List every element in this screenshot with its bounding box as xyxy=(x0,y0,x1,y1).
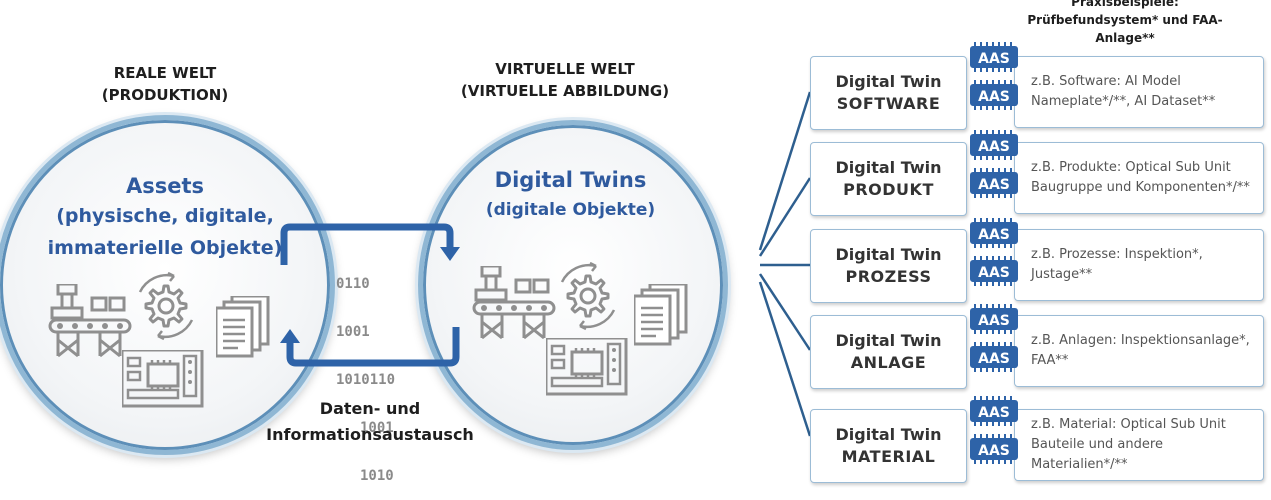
assets-title-block: Assets (physische, digitale, immateriell… xyxy=(0,172,330,263)
gear-cycle-icon xyxy=(138,272,194,341)
twin-title: Digital Twin xyxy=(835,331,942,350)
arrow-to-virtual xyxy=(280,223,454,265)
twin-title: Digital Twin xyxy=(835,158,942,177)
twin-desc-text: z.B. Prozesse: Inspektion*, Justage** xyxy=(1031,247,1203,282)
aas-icon: AAS xyxy=(969,80,1019,111)
twin-desc-software: z.B. Software: AI Model Nameplate*/**, A… xyxy=(1014,56,1264,128)
twin-desc-text: z.B. Produkte: Optical Sub Unit Baugrupp… xyxy=(1031,160,1250,195)
binary-line: 1010110 xyxy=(336,372,396,388)
assets-subtitle-1: (physische, digitale, xyxy=(56,205,274,227)
twin-title: Digital Twin xyxy=(835,72,942,91)
aas-icon: AAS xyxy=(969,434,1019,465)
binary-data: 0110 1001 1010110 1001 1010 xyxy=(336,244,395,500)
twin-desc-text: z.B. Software: AI Model Nameplate*/**, A… xyxy=(1031,74,1216,109)
factory-robot-icon xyxy=(472,266,556,340)
twin-desc-material: z.B. Material: Optical Sub Unit Bauteile… xyxy=(1014,409,1264,481)
aas-icon: AAS xyxy=(969,42,1019,73)
twin-category: MATERIAL xyxy=(841,447,936,466)
binary-line: 1010 xyxy=(360,468,394,484)
connector-lines xyxy=(758,91,812,437)
twin-desc-text: z.B. Anlagen: Inspektionsanlage*, FAA** xyxy=(1031,333,1250,368)
aas-icon: AAS xyxy=(969,256,1019,287)
arrow-down-head xyxy=(440,247,460,261)
aas-label: AAS xyxy=(978,351,1010,367)
arrow-up-head xyxy=(280,329,300,343)
circuit-board-icon xyxy=(546,338,628,396)
twin-box-material: Digital Twin MATERIAL xyxy=(810,409,967,483)
aas-icon: AAS xyxy=(969,304,1019,335)
twin-box-software: Digital Twin SOFTWARE xyxy=(810,56,967,130)
digital-twins-title-block: Digital Twins (digitale Objekte) xyxy=(418,165,723,225)
real-world-title: REALE WELT xyxy=(113,64,217,82)
twin-category: PRODUKT xyxy=(843,180,934,199)
digital-twins-title: Digital Twins xyxy=(494,168,647,192)
virtual-world-label: VIRTUELLE WELT (VIRTUELLE ABBILDUNG) xyxy=(445,58,685,102)
exchange-label-line2: Informationsaustausch xyxy=(266,425,474,444)
twin-desc-text: z.B. Material: Optical Sub Unit Bauteile… xyxy=(1031,417,1226,472)
exchange-label-line1: Daten- und xyxy=(319,399,421,418)
twin-desc-prozess: z.B. Prozesse: Inspektion*, Justage** xyxy=(1014,229,1264,301)
aas-label: AAS xyxy=(978,265,1010,281)
twin-desc-produkt: z.B. Produkte: Optical Sub Unit Baugrupp… xyxy=(1014,142,1264,214)
arrow-to-real xyxy=(286,327,460,367)
aas-icon: AAS xyxy=(969,218,1019,249)
aas-icon: AAS xyxy=(969,342,1019,373)
aas-label: AAS xyxy=(978,51,1010,67)
exchange-label: Daten- und Informationsaustausch xyxy=(250,396,490,448)
documents-icon xyxy=(634,284,688,346)
documents-icon xyxy=(216,296,270,358)
twin-box-produkt: Digital Twin PRODUKT xyxy=(810,142,967,216)
real-world-label: REALE WELT (PRODUKTION) xyxy=(80,62,250,106)
assets-subtitle-2: immaterielle Objekte) xyxy=(47,237,283,259)
aas-label: AAS xyxy=(978,443,1010,459)
twin-box-prozess: Digital Twin PROZESS xyxy=(810,229,967,303)
twin-category: ANLAGE xyxy=(850,353,927,372)
twin-category: SOFTWARE xyxy=(836,94,941,113)
twin-box-anlage: Digital Twin ANLAGE xyxy=(810,315,967,389)
aas-icon: AAS xyxy=(969,130,1019,161)
aas-label: AAS xyxy=(978,89,1010,105)
praxis-line3: Anlage** xyxy=(1095,31,1155,45)
aas-icon: AAS xyxy=(969,396,1019,427)
exchange-arrows xyxy=(280,223,460,367)
binary-line: 1001 xyxy=(360,420,394,436)
circuit-board-icon xyxy=(122,350,204,408)
twin-desc-anlage: z.B. Anlagen: Inspektionsanlage*, FAA** xyxy=(1014,315,1264,387)
virtual-world-title: VIRTUELLE WELT xyxy=(495,60,635,78)
praxis-heading: Praxisbeispiele: Prüfbefundsystem* und F… xyxy=(1000,0,1250,47)
aas-label: AAS xyxy=(978,227,1010,243)
digital-twins-subtitle: (digitale Objekte) xyxy=(485,200,656,220)
virtual-world-subtitle: (VIRTUELLE ABBILDUNG) xyxy=(460,82,670,100)
assets-title: Assets xyxy=(125,174,205,198)
gear-cycle-icon xyxy=(560,262,616,331)
binary-line: 1001 xyxy=(336,324,370,340)
aas-label: AAS xyxy=(978,313,1010,329)
twin-title: Digital Twin xyxy=(835,245,942,264)
binary-line: 0110 xyxy=(336,276,370,292)
twin-category: PROZESS xyxy=(845,267,932,286)
aas-label: AAS xyxy=(978,177,1010,193)
praxis-line1: Praxisbeispiele: xyxy=(1071,0,1179,9)
aas-icon: AAS xyxy=(969,168,1019,199)
real-world-subtitle: (PRODUKTION) xyxy=(101,86,229,104)
aas-label: AAS xyxy=(978,139,1010,155)
aas-label: AAS xyxy=(978,405,1010,421)
twin-title: Digital Twin xyxy=(835,425,942,444)
praxis-line2: Prüfbefundsystem* und FAA- xyxy=(1027,13,1223,27)
